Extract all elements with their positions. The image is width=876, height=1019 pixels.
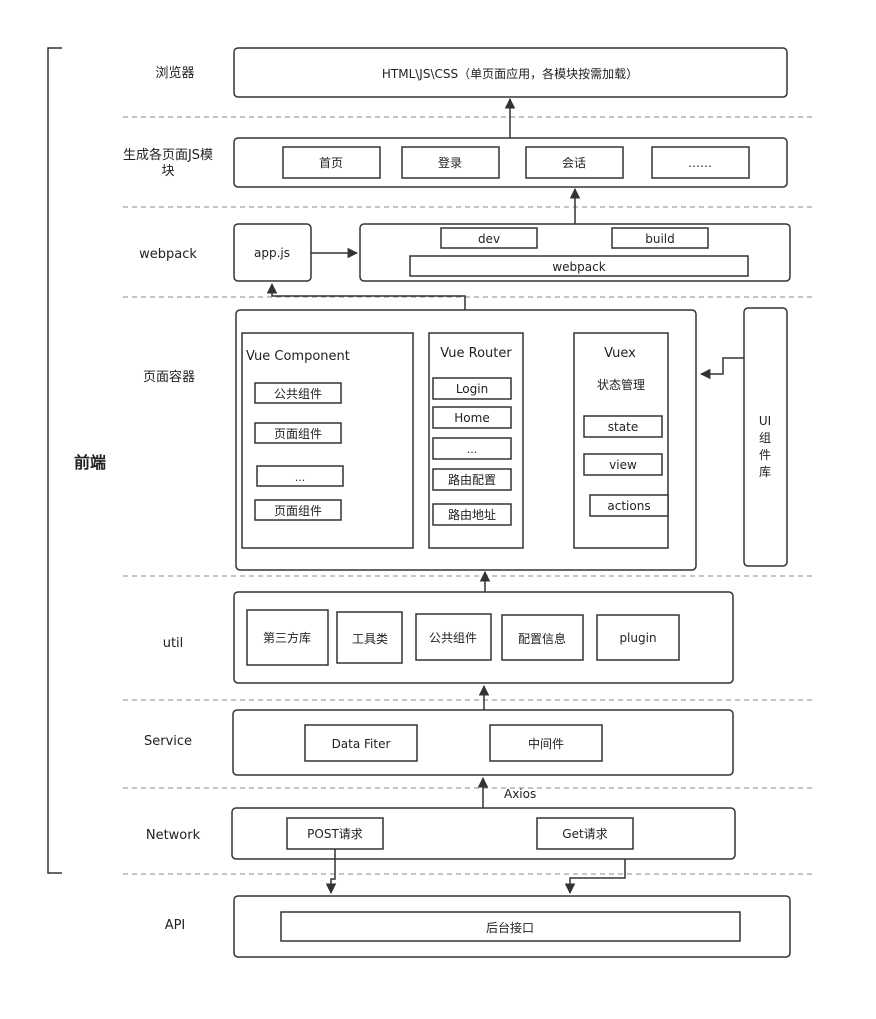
vue-component-item: 页面组件 [274,427,322,441]
vuex-title: Vuex [604,346,636,361]
vue-component-item: 页面组件 [274,504,322,518]
webpack-build: build [645,232,675,246]
layer-label-modules: 生成各页面JS模块 [123,147,213,179]
util-item: 公共组件 [429,631,477,645]
browser-box-text: HTML\JS\CSS（单页面应用，各模块按需加载） [382,66,638,81]
layer-label-util: util [163,636,184,651]
vuex-item: actions [607,499,650,513]
webpack-bundler: webpack [552,260,605,274]
ui-library-label: 库 [759,464,771,479]
connectors [266,97,744,895]
page-modules: 首页 登录 会话 …… [282,146,750,179]
vue-component-title: Vue Component [246,349,350,364]
vue-component-item: 公共组件 [274,387,322,401]
module-more: …… [688,156,712,170]
network-item: POST请求 [307,827,363,841]
module-home: 首页 [319,156,343,170]
webpack-dev: dev [478,232,500,246]
frontend-bracket [47,47,62,874]
layer-label-webpack: webpack [139,247,197,262]
layer-label-service: Service [144,734,192,749]
layer-label-network: Network [146,828,201,843]
module-login: 登录 [438,155,462,170]
ui-library-box [743,307,788,567]
vue-router-title: Vue Router [440,346,512,361]
router-item: ... [467,443,478,456]
frontend-label: 前端 [74,453,106,472]
vue-component-item: ... [295,471,306,484]
util-item: 第三方库 [263,630,311,645]
api-box-text: 后台接口 [486,920,534,935]
axios-label: Axios [504,787,536,801]
layer-label-api: API [165,918,186,933]
browser-box [233,47,788,98]
layer-label-container: 页面容器 [143,369,195,385]
ui-library-label: 组 [759,431,771,445]
util-item: plugin [619,631,656,645]
network-item: Get请求 [562,827,607,841]
vuex-item: view [609,458,637,472]
layer-separators [123,116,813,875]
vuex-item: state [608,420,638,434]
router-item: Login [456,382,488,396]
util-item: 工具类 [352,632,388,646]
ui-library-label: UI [759,414,771,428]
router-item: 路由地址 [448,507,496,522]
app-js-label: app.js [254,246,290,260]
layer-label-browser: 浏览器 [155,65,194,81]
util-item: 配置信息 [518,631,566,646]
module-session: 会话 [562,156,586,170]
router-item: 路由配置 [448,472,496,487]
vuex-subtitle: 状态管理 [597,377,645,392]
service-item: 中间件 [528,736,564,751]
api-inner-box [280,911,741,942]
service-item: Data Fiter [332,737,391,751]
router-item: Home [454,411,489,425]
ui-library-label: 件 [759,448,771,462]
